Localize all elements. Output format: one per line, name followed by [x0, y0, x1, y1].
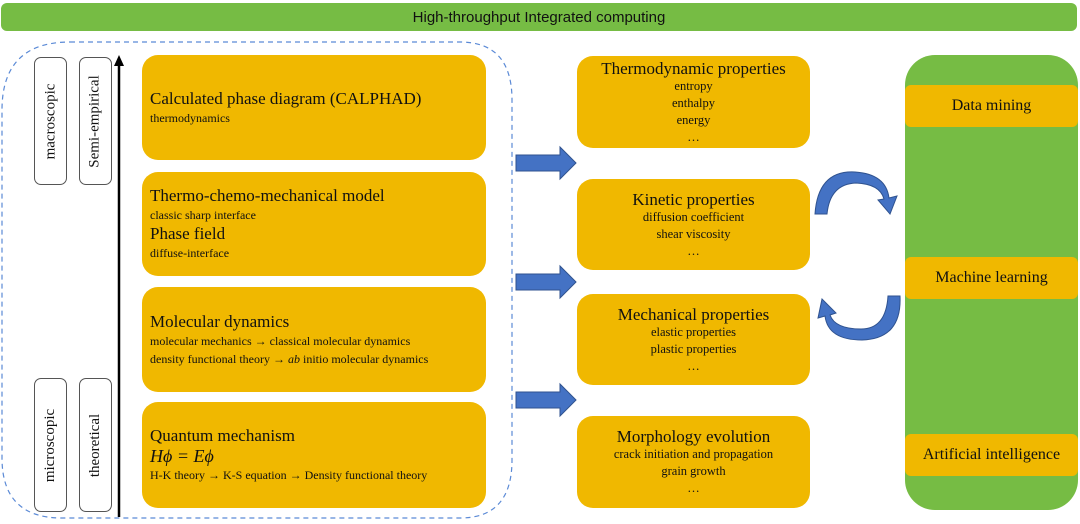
- method-calphad: Calculated phase diagram (CALPHAD) therm…: [142, 55, 486, 160]
- curved-arrow-from-ml: [817, 295, 901, 341]
- method-detail-2: diffuse-interface: [150, 246, 230, 260]
- property-item: diffusion coefficient: [642, 209, 745, 224]
- block-arrow-2: [515, 264, 577, 300]
- data-mining-label: Data mining: [951, 97, 1032, 114]
- banner: High-throughput Integrated computing: [1, 3, 1077, 31]
- data-mining-box: Data mining: [905, 85, 1078, 127]
- property-item: grain growth: [661, 464, 726, 478]
- method-detail: molecular mechanics → classical molecula…: [150, 333, 411, 348]
- property-title: Mechanical properties: [617, 304, 770, 324]
- scale-label-text: macroscopic: [42, 83, 58, 159]
- property-thermodynamic: Thermodynamic properties entropy enthalp…: [577, 56, 810, 148]
- scale-label-theoretical: theoretical: [79, 378, 112, 512]
- method-detail: thermodynamics: [150, 110, 230, 125]
- scale-label-text: Semi-empirical: [87, 74, 103, 168]
- property-item: shear viscosity: [656, 226, 731, 241]
- method-phase-field: Thermo-chemo-mechanical model classic sh…: [142, 172, 486, 276]
- property-item: elastic properties: [650, 324, 737, 339]
- property-mechanical: Mechanical properties elastic properties…: [577, 294, 810, 385]
- method-molecular-dynamics: Molecular dynamics molecular mechanics →…: [142, 287, 486, 392]
- property-title: Morphology evolution: [616, 427, 771, 446]
- detail-part: initio molecular dynamics: [299, 351, 429, 366]
- property-item: plastic properties: [650, 341, 737, 356]
- method-title-2: Phase field: [150, 224, 226, 243]
- scale-label-semi-empirical: Semi-empirical: [79, 57, 112, 185]
- method-title: Quantum mechanism: [150, 426, 295, 445]
- scale-label-macroscopic: macroscopic: [34, 57, 67, 185]
- curved-arrow-to-ml: [814, 171, 898, 215]
- method-title: Calculated phase diagram (CALPHAD): [150, 88, 422, 108]
- method-title: Molecular dynamics: [150, 311, 290, 331]
- property-kinetic: Kinetic properties diffusion coefficient…: [577, 179, 810, 270]
- method-detail: classic sharp interface: [150, 208, 256, 222]
- method-title: Thermo-chemo-mechanical model: [150, 186, 385, 205]
- scale-label-text: microscopic: [42, 408, 58, 482]
- property-item: …: [687, 481, 700, 495]
- artificial-intelligence-box: Artificial intelligence: [905, 434, 1078, 476]
- property-title: Thermodynamic properties: [601, 58, 786, 78]
- property-item: entropy: [674, 78, 713, 93]
- property-morphology: Morphology evolution crack initiation an…: [577, 416, 810, 508]
- block-arrow-3: [515, 382, 577, 418]
- scale-label-microscopic: microscopic: [34, 378, 67, 512]
- method-quantum-mechanism: Quantum mechanism Hϕ = Eϕ H-K theory → K…: [142, 402, 486, 508]
- property-item: energy: [676, 112, 711, 127]
- detail-italic: ab: [287, 351, 300, 366]
- machine-learning-label: Machine learning: [935, 269, 1048, 286]
- method-detail-2: density functional theory → ab initio mo…: [150, 350, 486, 368]
- artificial-intelligence-label: Artificial intelligence: [922, 446, 1061, 463]
- machine-learning-box: Machine learning: [905, 257, 1078, 299]
- property-item: enthalpy: [671, 95, 716, 110]
- scale-axis-arrow: [114, 55, 124, 517]
- property-item: …: [687, 129, 700, 144]
- method-equation: Hϕ = Eϕ: [150, 446, 214, 466]
- method-detail: H-K theory → K-S equation → Density func…: [150, 468, 428, 482]
- property-item: …: [687, 243, 700, 258]
- methods-dashed-container: [1, 41, 513, 519]
- property-title: Kinetic properties: [632, 189, 755, 209]
- banner-title: High-throughput Integrated computing: [412, 8, 666, 26]
- detail-part: density functional theory →: [150, 351, 288, 366]
- property-item: crack initiation and propagation: [613, 447, 774, 461]
- scale-label-text: theoretical: [87, 413, 104, 477]
- property-item: …: [687, 358, 700, 373]
- block-arrow-1: [515, 145, 577, 181]
